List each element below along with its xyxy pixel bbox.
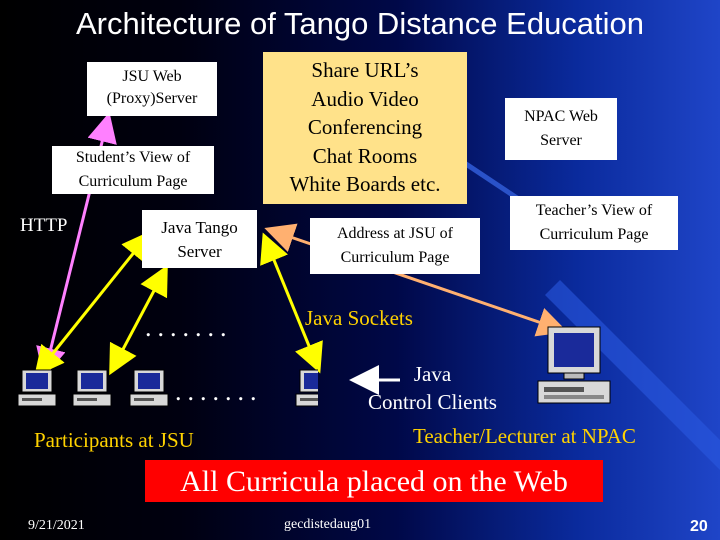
slide-title: Architecture of Tango Distance Education	[75, 6, 645, 41]
computer-icon	[295, 369, 318, 407]
java-sockets-label: Java Sockets	[305, 306, 413, 330]
java-control-line2: Control Clients	[368, 390, 497, 414]
share-features-box: Share URL’s Audio Video Conferencing Cha…	[263, 52, 467, 204]
share-line3: Conferencing	[307, 115, 423, 139]
teacher-label: Teacher/Lecturer at NPAC	[413, 424, 636, 448]
java-tango-line1: Java Tango	[161, 218, 238, 237]
students-view-line2: Curriculum Page	[78, 173, 188, 190]
teachers-view-line1: Teacher’s View of	[535, 202, 653, 219]
participant-computers	[18, 369, 318, 407]
participant2-to-server-arrow	[109, 264, 168, 376]
students-view-line1: Student’s View of	[75, 149, 191, 166]
students-view-box: Student’s View of Curriculum Page	[52, 146, 214, 194]
computer-icon	[129, 369, 169, 407]
share-line2: Audio Video	[311, 86, 419, 111]
share-line1: Share URL’s	[311, 58, 419, 82]
banner-background	[145, 460, 603, 502]
computer-icon	[72, 369, 112, 407]
http-label: HTTP	[20, 215, 68, 236]
participants-label: Participants at JSU	[34, 428, 194, 452]
page-number: 20	[690, 518, 708, 535]
dots-upper: .......	[145, 313, 233, 342]
share-line5: White Boards etc.	[289, 172, 441, 196]
banner-text: All Curricula placed on the Web	[180, 465, 568, 498]
teacher-computer-icon	[537, 326, 611, 404]
npac-line1: NPAC Web	[524, 108, 598, 125]
address-line2: Curriculum Page	[340, 249, 450, 266]
npac-link	[458, 157, 522, 203]
teachers-view-box: Teacher’s View of Curriculum Page	[510, 196, 678, 250]
java-tango-line2: Server	[177, 242, 222, 261]
jsu-web-line1: JSU Web	[122, 68, 182, 85]
footer-date: 9/21/2021	[28, 518, 85, 533]
footer-center: gecdistedaug01	[284, 517, 372, 532]
teachers-view-line2: Curriculum Page	[539, 226, 649, 243]
jsu-web-line2: (Proxy)Server	[106, 90, 198, 107]
npac-line2: Server	[540, 132, 582, 149]
npac-web-server-box: NPAC Web Server	[505, 98, 617, 160]
address-box: Address at JSU of Curriculum Page	[310, 218, 480, 274]
java-control-clients-label: Java Control Clients	[345, 360, 520, 416]
jsu-web-server-box: JSU Web (Proxy)Server	[87, 62, 217, 116]
participant-to-server-arrow	[34, 230, 152, 377]
dots-lower: .......	[175, 377, 263, 406]
computer-icon	[18, 369, 57, 407]
java-control-line1: Java	[413, 362, 452, 386]
share-line4: Chat Rooms	[312, 143, 418, 168]
address-line1: Address at JSU of	[337, 225, 453, 242]
java-tango-server-box: Java Tango Server	[142, 210, 257, 268]
